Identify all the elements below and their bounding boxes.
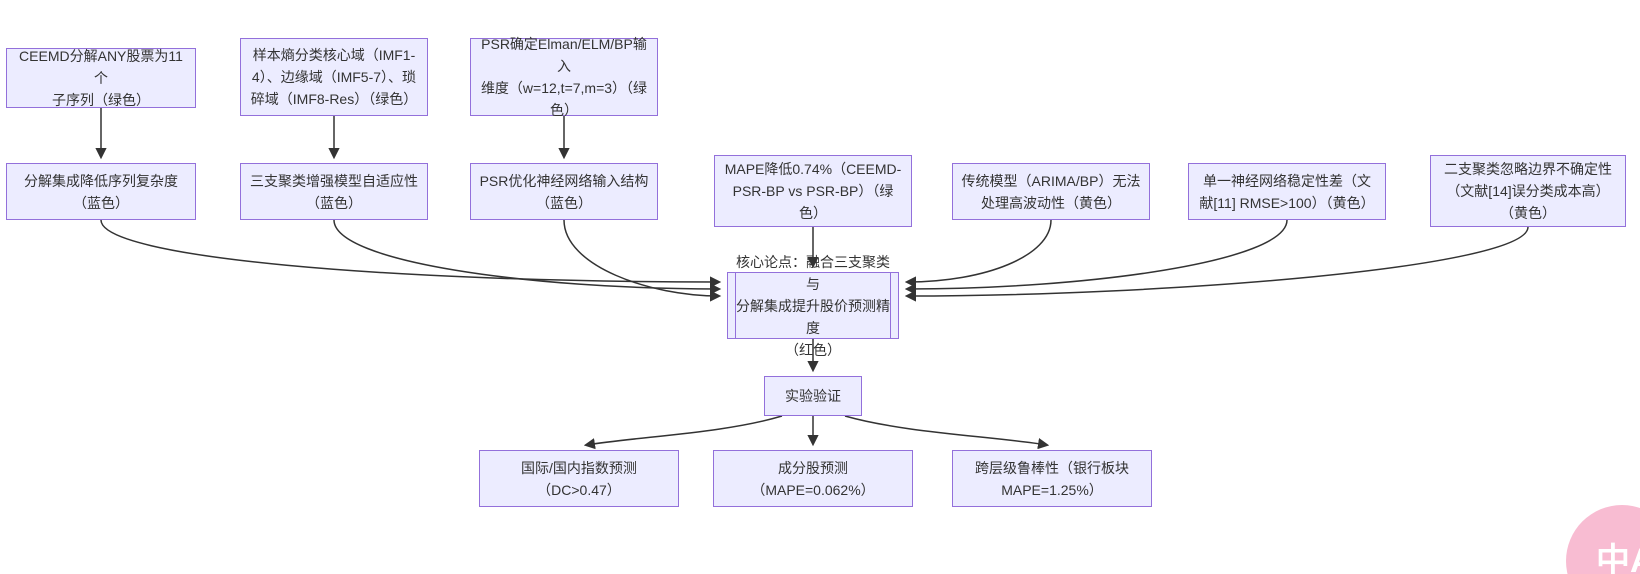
translate-button[interactable]: 中A xyxy=(1566,505,1640,574)
node-sample-entropy: 样本熵分类核心域（IMF1- 4）、边缘域（IMF5-7）、琐 碎域（IMF8-… xyxy=(240,38,428,116)
node-three-way-clustering: 三支聚类增强模型自适应性 （蓝色） xyxy=(240,163,428,220)
edge-threeway-to-core xyxy=(333,219,722,295)
node-traditional-models: 传统模型（ARIMA/BP）无法 处理高波动性（黄色） xyxy=(952,163,1150,220)
edge-psropt-to-core xyxy=(563,219,722,302)
node-core-thesis: 核心论点：融合三支聚类与 分解集成提升股价预测精度 （红色） xyxy=(727,254,899,358)
node-psr-input-dimension: PSR确定Elman/ELM/BP输入 维度（w=12,t=7,m=3）（绿 色… xyxy=(470,36,658,118)
edge-traditional-to-core xyxy=(904,219,1052,288)
edge-experiment-to-robust xyxy=(844,415,1050,450)
node-cross-level-robustness: 跨层级鲁棒性（银行板块 MAPE=1.25%） xyxy=(952,450,1152,507)
node-experimental-validation: 实验验证 xyxy=(764,376,862,416)
node-constituent-prediction: 成分股预测 （MAPE=0.062%） xyxy=(713,450,913,507)
edge-decomp-to-core xyxy=(100,219,722,288)
edge-twoway-to-core xyxy=(904,226,1529,302)
node-psr-optimization: PSR优化神经网络输入结构 （蓝色） xyxy=(470,163,658,220)
edge-singlenn-to-core xyxy=(904,219,1288,295)
node-single-nn-instability: 单一神经网络稳定性差（文 献[11] RMSE>100）（黄色） xyxy=(1188,163,1386,220)
node-index-prediction: 国际/国内指数预测 （DC>0.47） xyxy=(479,450,679,507)
node-ceemd-decompose: CEEMD分解ANY股票为11个 子序列（绿色） xyxy=(6,48,196,108)
translate-icon: 中A xyxy=(1596,542,1640,574)
node-two-way-clustering: 二支聚类忽略边界不确定性 （文献[14]误分类成本高） （黄色） xyxy=(1430,155,1626,227)
node-mape-reduction: MAPE降低0.74%（CEEMD- PSR-BP vs PSR-BP）（绿 色… xyxy=(714,155,912,227)
node-decomposition-ensemble: 分解集成降低序列复杂度 （蓝色） xyxy=(6,163,196,220)
edge-experiment-to-index xyxy=(583,415,783,450)
